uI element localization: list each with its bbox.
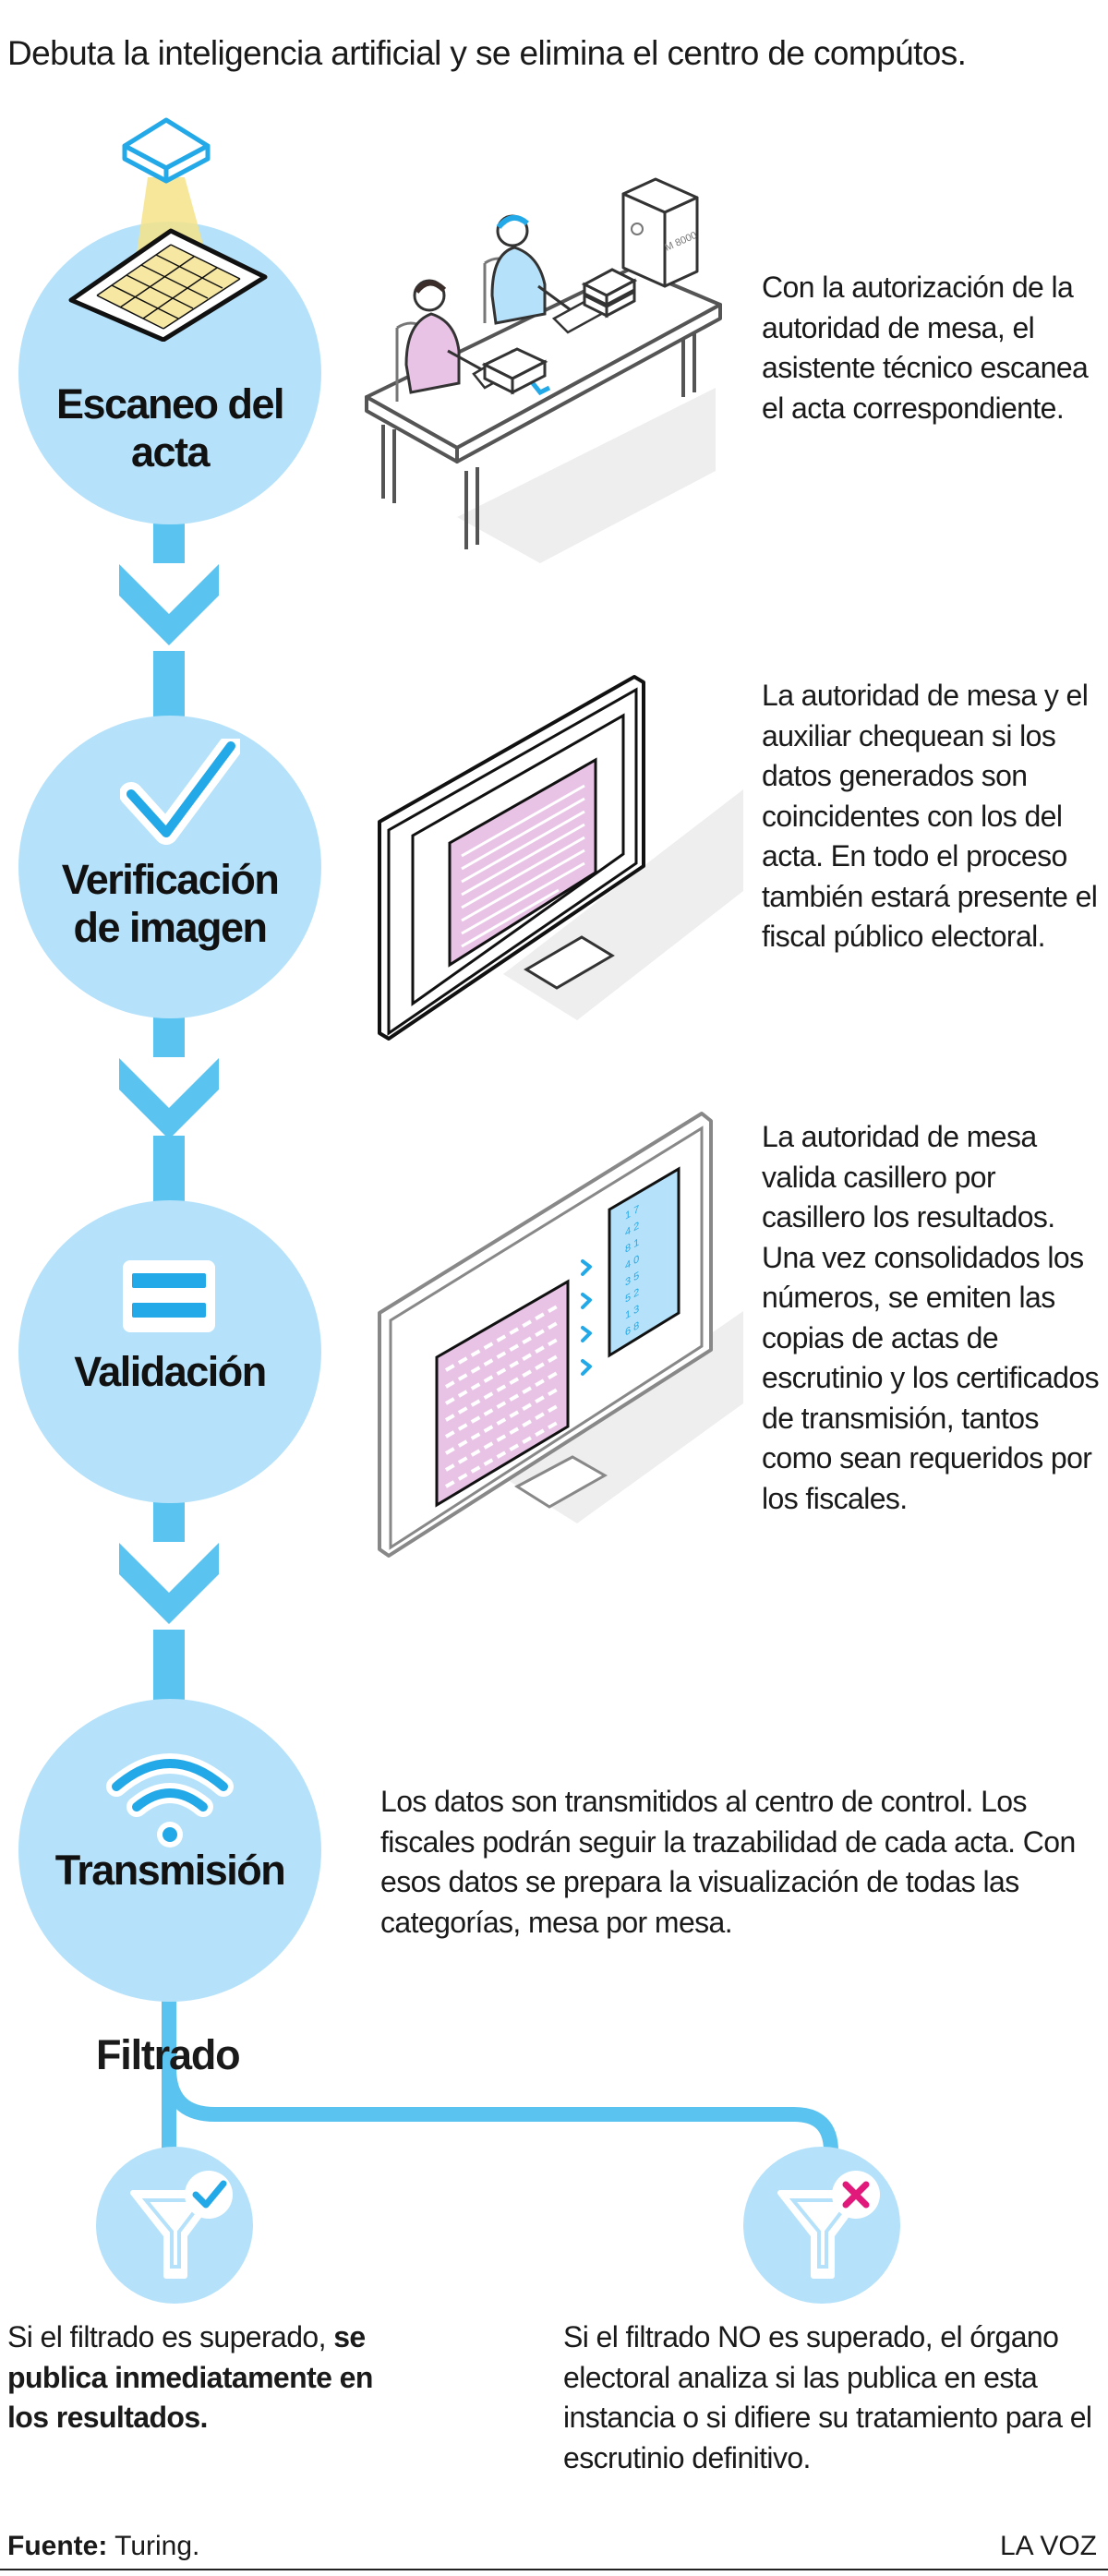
step-circle-validacion: Validación (18, 1200, 321, 1503)
brand-logo: LA VOZ (999, 2531, 1097, 2561)
arrow-down-icon (119, 1543, 219, 1624)
filter-pass-text: Si el filtrado es superado, se publica i… (7, 2317, 395, 2438)
footer-divider (0, 2569, 1108, 2570)
filter-label: Filtrado (96, 2031, 241, 2078)
step-circle-transmision: Transmisión (18, 1699, 321, 2002)
step-label: de imagen (73, 904, 268, 951)
step-label: acta (130, 428, 211, 475)
flow-connector-1 (153, 517, 185, 563)
source-value: Turing. (107, 2531, 200, 2561)
step-label: Verificación (61, 856, 280, 903)
filter-pass-bold: se publica inmediatamente en los resulta… (7, 2320, 373, 2434)
flow-connector-3 (153, 1011, 185, 1057)
page-title: Debuta la inteligencia artificial y se e… (7, 34, 967, 72)
filter-fail-text: Si el filtrado NO es superado, el órgano… (563, 2320, 1092, 2474)
monitor-acta-illustration (378, 675, 743, 1041)
flow-connector-5 (153, 1496, 185, 1542)
filter-pass-plain: Si el filtrado es superado, (7, 2320, 334, 2353)
check-icon (120, 739, 240, 845)
step-label: Validación (74, 1348, 267, 1395)
flow-connector-2 (153, 651, 185, 720)
wifi-icon (106, 1753, 234, 1848)
step-description: La autoridad de mesa y el auxiliar chequ… (762, 679, 1098, 953)
step-description: La autoridad de mesa valida casillero po… (762, 1120, 1100, 1515)
step-label: Escaneo del (55, 380, 285, 427)
step-circle-verificacion: Verificación de imagen (18, 716, 321, 1018)
step-description: Con la autorización de la autoridad de m… (762, 271, 1089, 425)
source-credit: Fuente: Turing. (7, 2530, 199, 2563)
flow-connector-4 (153, 1136, 185, 1205)
filter-check-icon (130, 2171, 233, 2279)
monitor-validation-illustration: 1 7 4 2 8 1 4 0 3 5 5 2 1 3 6 8 (378, 1112, 743, 1558)
flow-connector-6 (153, 1630, 185, 1703)
arrow-down-icon (119, 1058, 219, 1139)
arrow-down-icon (119, 564, 219, 645)
scanner-icon (68, 117, 268, 342)
scanning-desk-illustration: M 8000 (365, 177, 722, 563)
source-label: Fuente: (7, 2531, 108, 2561)
step-description: Los datos son transmitidos al centro de … (380, 1785, 1076, 1939)
step-label: Transmisión (54, 1847, 286, 1894)
equals-icon (123, 1260, 215, 1332)
filter-cross-icon (777, 2171, 880, 2279)
